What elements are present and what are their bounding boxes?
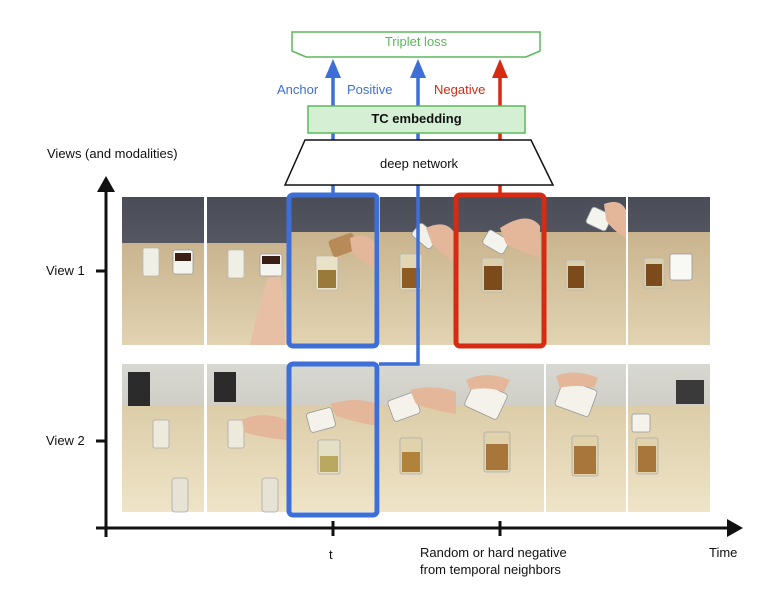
triplet-loss-label: Triplet loss bbox=[384, 34, 448, 49]
view2-frame-3 bbox=[289, 364, 377, 512]
negative-note-line2: from temporal neighbors bbox=[420, 562, 561, 577]
view2-frames bbox=[122, 364, 710, 513]
view1-label: View 1 bbox=[46, 263, 85, 278]
view2-frame-1 bbox=[122, 364, 204, 513]
view2-frame-2 bbox=[207, 364, 287, 513]
view1-frame-6 bbox=[546, 197, 626, 345]
positive-label: Positive bbox=[347, 82, 393, 97]
t-label: t bbox=[329, 547, 333, 562]
view1-frame-5 bbox=[456, 197, 544, 345]
negative-label: Negative bbox=[434, 82, 486, 97]
view1-frame-2 bbox=[207, 197, 287, 345]
view2-frame-7 bbox=[628, 364, 710, 512]
tc-embedding-label: TC embedding bbox=[371, 111, 462, 126]
time-axis-label: Time bbox=[709, 545, 738, 560]
view2-label: View 2 bbox=[46, 433, 85, 448]
tc-embedding-block bbox=[307, 105, 526, 134]
view1-frame-7 bbox=[628, 197, 710, 345]
anchor-label: Anchor bbox=[277, 82, 319, 97]
positive-frame bbox=[286, 361, 380, 518]
view1-frame-1 bbox=[122, 197, 204, 345]
view2-frame-6 bbox=[546, 364, 626, 512]
negative-arrow-head bbox=[492, 59, 508, 78]
negative-note-line1: Random or hard negative bbox=[420, 545, 567, 560]
negative-frame bbox=[453, 192, 547, 349]
time-axis bbox=[96, 519, 743, 537]
view2-frame-4 bbox=[380, 364, 456, 512]
view1-frame-3 bbox=[289, 197, 377, 345]
deep-network-label: deep network bbox=[379, 156, 459, 171]
anchor-arrow-head bbox=[325, 59, 341, 78]
views-axis bbox=[97, 176, 115, 537]
views-axis-label: Views (and modalities) bbox=[47, 146, 178, 161]
view2-frame-5 bbox=[456, 364, 544, 512]
anchor-frame bbox=[286, 192, 380, 349]
view1-frames bbox=[122, 197, 710, 345]
triplet-loss-block bbox=[291, 31, 541, 58]
deep-network-block bbox=[283, 139, 555, 186]
positive-arrow-head bbox=[410, 59, 426, 78]
